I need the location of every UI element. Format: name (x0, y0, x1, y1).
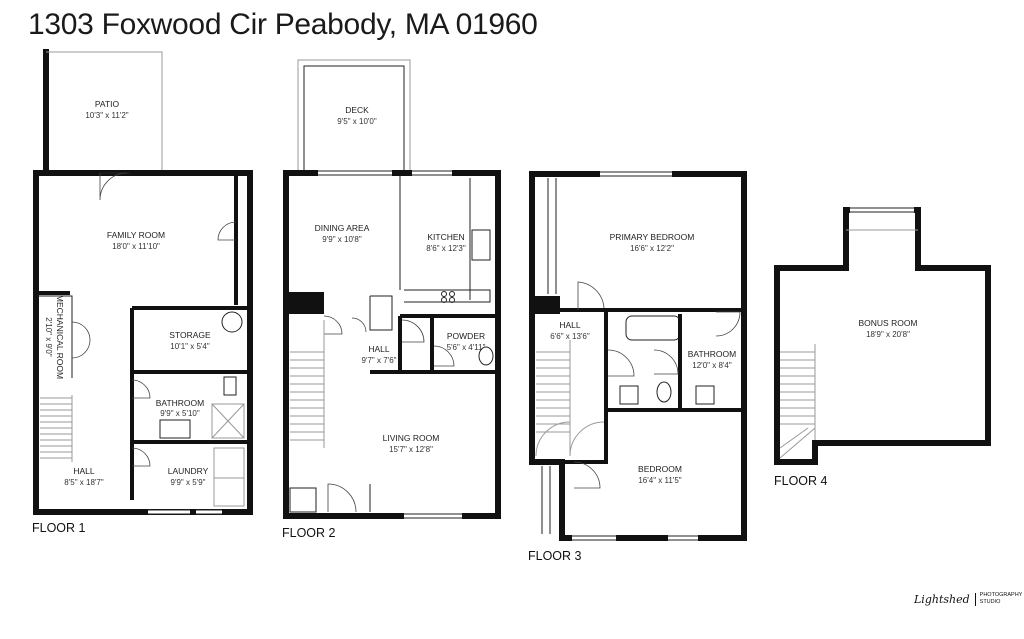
toilet-3 (656, 381, 672, 403)
mechanical-room-doors (71, 321, 91, 359)
room-dims: 15'7" x 12'8" (389, 445, 433, 454)
room-name: BATHROOM (688, 349, 736, 359)
floor-label: FLOOR 3 (528, 549, 582, 563)
room-dims: 12'0" x 8'4" (692, 361, 732, 370)
toilet-2 (478, 346, 494, 366)
floor-3: PRIMARY BEDROOM 16'6" x 12'2" HALL 6'6" … (528, 171, 747, 563)
room-name: LAUNDRY (168, 466, 209, 476)
room-name: LIVING ROOM (383, 433, 440, 443)
floor-label: FLOOR 1 (32, 521, 86, 535)
room-name: POWDER (447, 331, 485, 341)
fridge (471, 229, 491, 261)
sink-3b (695, 385, 715, 405)
logo-line-1: PHOTOGRAPHY (979, 592, 1023, 598)
floor-4-stairs (779, 344, 816, 459)
room-name: DECK (345, 105, 369, 115)
washer (213, 447, 245, 479)
patio-outline (46, 51, 163, 172)
room-dims: 8'5" x 18'7" (64, 478, 104, 487)
floor-4: BONUS ROOM 18'9" x 20'8" FLOOR 4 (774, 207, 991, 488)
front-door (327, 483, 357, 513)
floor-1-stairs (40, 395, 73, 462)
room-dims: 6'6" x 13'6" (550, 332, 590, 341)
logo-script: Lightshed (914, 592, 976, 606)
room-name: KITCHEN (427, 232, 464, 242)
sink-3a (619, 385, 639, 405)
floor-1: PATIO 10'3" x 11'2" FAMILY ROOM 18'0" x … (32, 49, 253, 535)
room-dims: 9'9" x 10'8" (322, 235, 362, 244)
mechanical-room-wall (38, 295, 73, 378)
room-name: BEDROOM (638, 464, 682, 474)
deck-outline (297, 59, 411, 172)
room-dims: 18'0" x 11'10" (112, 242, 160, 251)
room-dims: 9'7" x 7'6" (362, 356, 397, 365)
room-name: HALL (559, 320, 581, 330)
room-name: MECHANICAL ROOM (55, 295, 65, 379)
closet (369, 295, 393, 331)
floor-2-stairs (290, 320, 325, 448)
room-name: BATHROOM (156, 398, 204, 408)
photographer-logo: Lightshed PHOTOGRAPHY STUDIO (914, 592, 1022, 606)
patio-door (99, 172, 128, 201)
family-room-door (217, 221, 237, 241)
dryer (213, 477, 245, 507)
room-dims: 8'6" x 12'3" (426, 244, 466, 253)
chimney-block-3 (534, 296, 560, 314)
floor-2: DECK 9'5" x 10'0" DINING AREA 9'9" x 10'… (282, 59, 501, 540)
room-name: HALL (73, 466, 95, 476)
room-dims: 2'10" x 9'0" (44, 317, 53, 357)
storage-tank (221, 311, 243, 333)
sink-1 (159, 419, 191, 439)
room-dims: 18'9" x 20'8" (866, 330, 910, 339)
room-name: BONUS ROOM (858, 318, 917, 328)
bathtub (625, 315, 681, 341)
page-title: 1303 Foxwood Cir Peabody, MA 01960 (28, 8, 538, 41)
room-dims: 5'6" x 4'11" (447, 343, 486, 352)
logo-line-2: STUDIO (979, 599, 1001, 605)
shower-1 (211, 403, 245, 439)
floor-3-stairs (535, 340, 605, 457)
room-name: PRIMARY BEDROOM (610, 232, 695, 242)
room-dims: 10'3" x 11'2" (85, 111, 128, 120)
room-name: DINING AREA (315, 223, 370, 233)
closet-2 (289, 487, 317, 513)
floor-label: FLOOR 2 (282, 526, 336, 540)
room-dims: 9'9" x 5'10" (160, 409, 200, 418)
room-dims: 9'9" x 5'9" (171, 478, 206, 487)
room-dims: 16'4" x 11'5" (638, 476, 681, 485)
room-name: STORAGE (169, 330, 211, 340)
room-dims: 10'1" x 5'4" (170, 342, 210, 351)
floor-label: FLOOR 4 (774, 474, 828, 488)
toilet-1 (223, 376, 237, 396)
floor-1-outer-wall (33, 170, 253, 515)
room-dims: 16'6" x 12'2" (630, 244, 674, 253)
room-name: FAMILY ROOM (107, 230, 165, 240)
chimney-block (288, 292, 324, 314)
room-name: HALL (368, 344, 390, 354)
room-name: PATIO (95, 99, 120, 109)
room-dims: 9'5" x 10'0" (337, 117, 377, 126)
